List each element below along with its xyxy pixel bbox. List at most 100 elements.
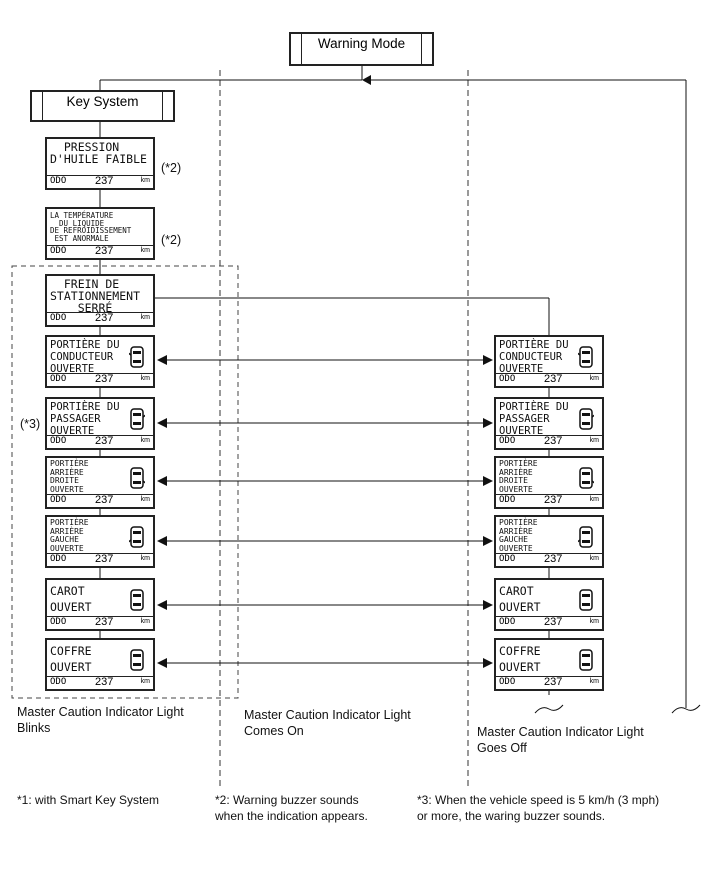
display-text-line: CONDUCTEUR <box>499 351 563 363</box>
display-text-line: PORTIÈRE DU <box>499 339 569 351</box>
display-text-line: OUVERTE <box>499 484 533 494</box>
car-top-view-icon <box>579 589 593 611</box>
caption-line: Goes Off <box>477 741 527 755</box>
double-arrow-passager <box>157 418 493 428</box>
double-arrow-capot <box>157 600 493 610</box>
display-text-line: PORTIÈRE <box>50 459 89 468</box>
display-text-line: DU LIQUIDE <box>50 218 105 228</box>
car-top-view-icon <box>578 346 593 368</box>
footnote-3: *3: When the vehicle speed is 5 km/h (3 … <box>417 793 660 823</box>
display-text-line: OUVERTE <box>499 363 544 375</box>
caption-blinks: Master Caution Indicator Light Blinks <box>17 704 184 736</box>
car-top-view-icon <box>130 467 145 489</box>
display-text-line: FREIN DE <box>50 277 120 291</box>
car-top-view-icon <box>130 408 145 430</box>
display-text-line: PORTIÈRE <box>499 518 538 527</box>
double-arrow-coffre <box>157 658 493 668</box>
display-text-line: OUVERTE <box>50 484 84 494</box>
display-text-line: PORTIÈRE DU <box>499 401 569 413</box>
display-text-line: PORTIÈRE DU <box>50 401 120 413</box>
display-temperature: LA TEMPÉRATURE DU LIQUIDE DE REFROIDISSE… <box>45 207 155 260</box>
display-text-line: EST ANORMALE <box>50 233 109 243</box>
display-text-line: OUVERTE <box>499 425 544 437</box>
display-text-line: DROITE <box>499 476 528 485</box>
break-mark-center <box>534 704 564 714</box>
key-system-label: Key System <box>66 94 139 109</box>
display-text-line: PRESSION <box>50 140 120 154</box>
display-text-line: OUVERTE <box>50 543 84 553</box>
warning-mode-box: Warning Mode <box>289 32 434 66</box>
display-text-line: PORTIÈRE <box>50 518 89 527</box>
display-text-line: ARRIÈRE <box>50 526 84 536</box>
display-text-line: OUVERT <box>50 600 92 614</box>
caption-line: Master Caution Indicator Light <box>17 705 184 719</box>
dashed-group-box <box>11 265 239 699</box>
display-text-line: COFFRE <box>50 644 92 658</box>
display-text-line: COFFRE <box>499 644 541 658</box>
display-text-line: PASSAGER <box>499 413 550 425</box>
caption-line: Comes On <box>244 724 304 738</box>
display-text-line: SERRÉ <box>50 301 113 315</box>
display-text-line: GAUCHE <box>50 535 79 544</box>
display-text-line: ARRIÈRE <box>50 467 84 477</box>
display-text-line: PORTIÈRE <box>499 459 538 468</box>
caption-line: Master Caution Indicator Light <box>244 708 411 722</box>
car-top-view-icon <box>129 526 144 548</box>
display-text-line: OUVERT <box>50 660 92 674</box>
display-text-line: STATIONNEMENT <box>50 289 141 303</box>
car-top-view-icon <box>579 408 594 430</box>
caption-line: Blinks <box>17 721 51 735</box>
footnote-2: *2: Warning buzzer sounds when the indic… <box>215 793 368 823</box>
display-text-line: LA TEMPÉRATURE <box>50 211 114 220</box>
display-text-line: PASSAGER <box>50 413 101 425</box>
display-text-line: DE REFROIDISSEMENT <box>50 226 132 235</box>
display-text-line: OUVERT <box>499 600 541 614</box>
display-text-line: OUVERTE <box>499 543 533 553</box>
display-text-line: ARRIÈRE <box>499 526 533 536</box>
footnote-1: *1: with Smart Key System <box>17 793 160 807</box>
display-text-line: OUVERTE <box>50 363 95 375</box>
display-text-line: CAROT <box>499 584 534 598</box>
car-top-view-icon <box>578 526 593 548</box>
car-top-view-icon <box>130 649 144 671</box>
note-mark-2: (*2) <box>161 233 182 247</box>
arrowhead-icon <box>362 75 371 85</box>
note-mark-2: (*2) <box>161 161 182 175</box>
double-arrow-arr-droite <box>157 476 493 486</box>
display-text-line: ARRIÈRE <box>499 467 533 477</box>
display-text-line: OUVERTE <box>50 425 95 437</box>
caption-line: Master Caution Indicator Light <box>477 725 644 739</box>
caption-goes-off: Master Caution Indicator Light Goes Off <box>477 724 644 756</box>
break-mark-right <box>671 704 701 714</box>
double-arrow-arr-gauche <box>157 536 493 546</box>
car-top-view-icon <box>579 649 593 671</box>
display-text-line: GAUCHE <box>499 535 528 544</box>
warning-mode-label: Warning Mode <box>317 36 406 51</box>
display-text-line: DROITE <box>50 476 79 485</box>
